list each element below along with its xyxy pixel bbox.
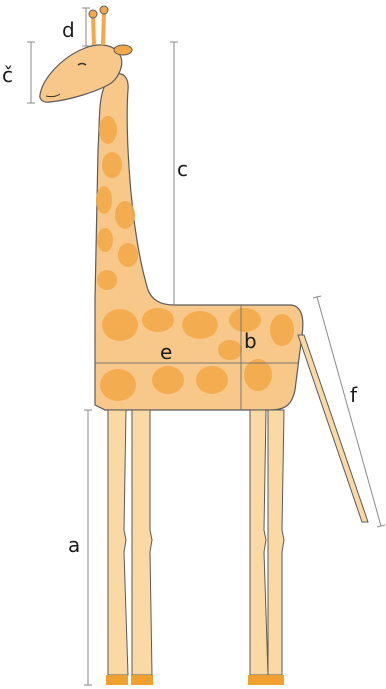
leg-back-right [268, 410, 284, 675]
ossicone-left [93, 15, 94, 45]
label-b: b [244, 329, 257, 353]
leg-back-left [250, 410, 268, 675]
spot [244, 359, 272, 391]
spot [97, 270, 117, 290]
ear [114, 45, 132, 55]
ossicone-tip [89, 10, 97, 18]
label-d: d [62, 18, 75, 42]
spot [96, 186, 112, 214]
spot [97, 228, 113, 252]
tail-shape [298, 335, 368, 522]
spot [118, 243, 138, 267]
label-c: c [177, 157, 188, 181]
torso-neck-shape [95, 74, 303, 410]
label-c-caron: č [2, 63, 13, 87]
giraffe-legs [108, 410, 284, 675]
hoof [248, 675, 268, 685]
leg-front-left [108, 410, 128, 675]
spot [102, 152, 122, 178]
spot [182, 311, 218, 339]
giraffe-tail [298, 335, 368, 522]
spot [270, 314, 294, 346]
spot [99, 116, 117, 144]
label-e: e [160, 340, 172, 364]
giraffe-hooves [106, 675, 284, 685]
hoof [131, 675, 153, 685]
hoof [267, 675, 284, 685]
label-a: a [68, 533, 80, 557]
spot [196, 366, 228, 394]
label-f: f [350, 383, 358, 407]
spot [100, 369, 136, 401]
ossicone-right [103, 12, 104, 45]
spot [102, 309, 138, 341]
ossicone-tip [100, 6, 108, 14]
leg-front-right [132, 410, 152, 675]
spot [152, 366, 184, 394]
hoof [106, 675, 128, 685]
spot [218, 340, 242, 360]
giraffe-body [95, 74, 303, 410]
spot [115, 201, 135, 229]
spot [142, 308, 174, 332]
